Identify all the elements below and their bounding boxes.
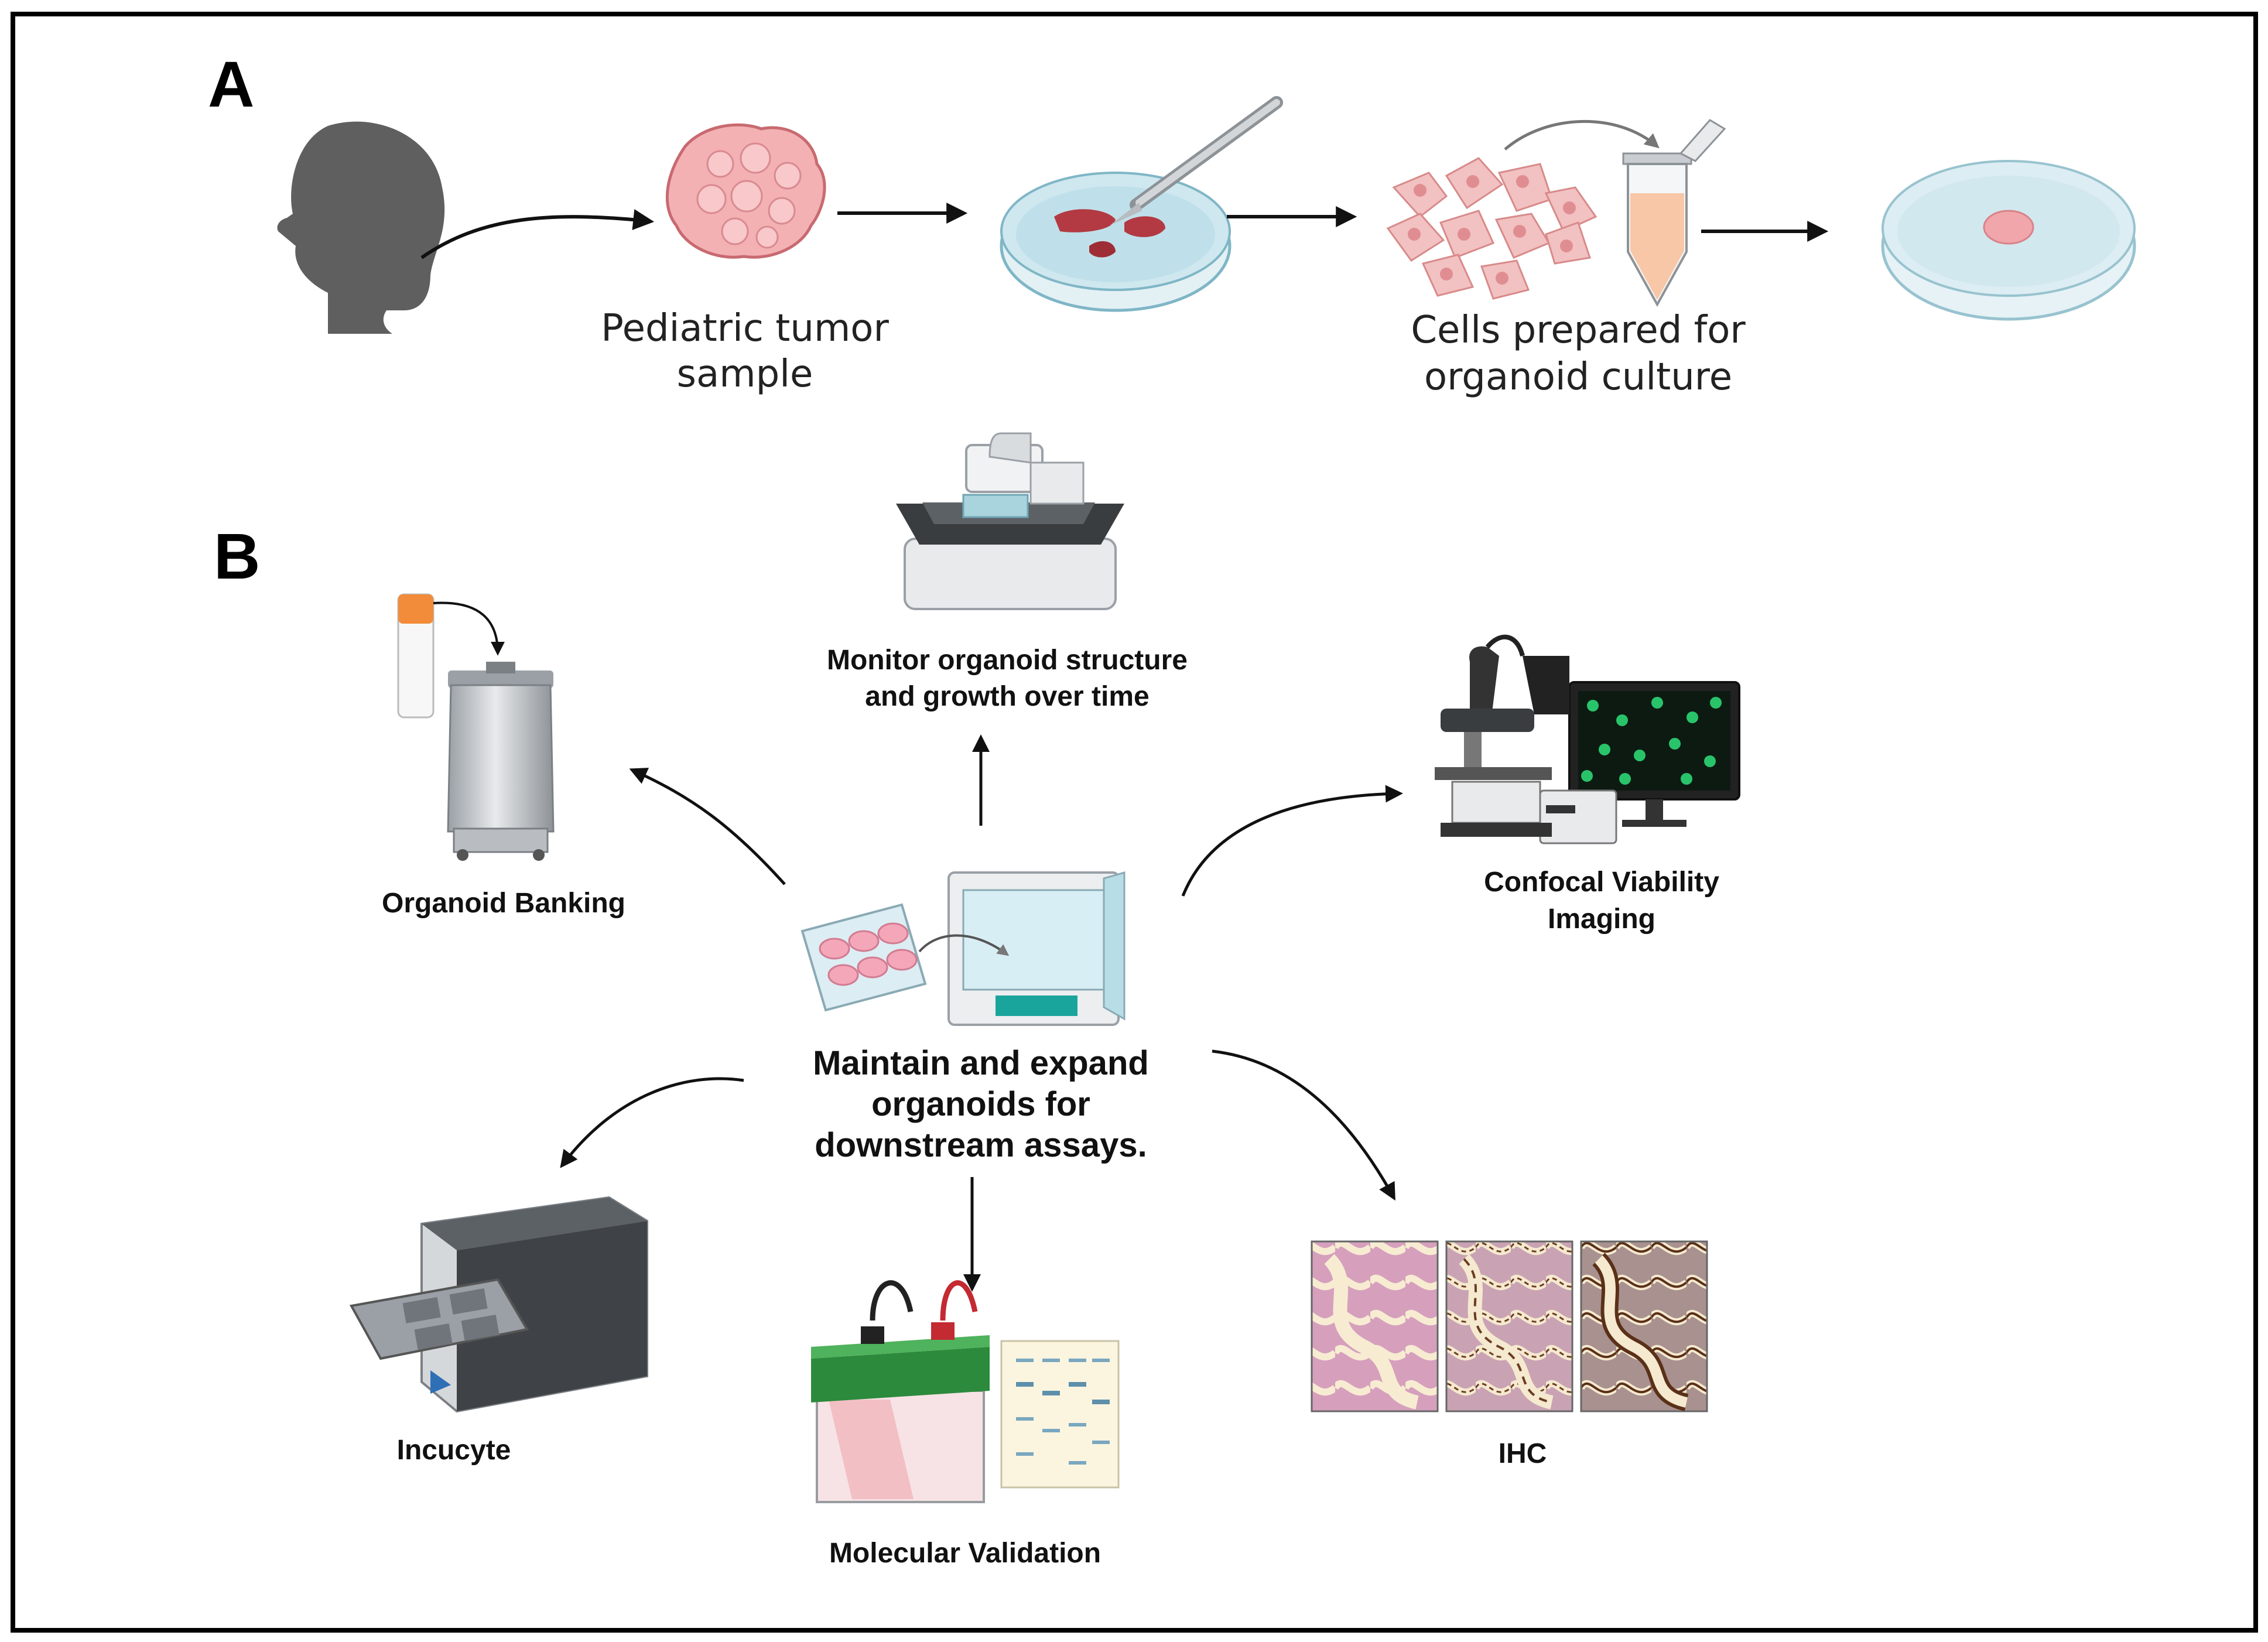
arrow-center-to-ihc <box>1212 1049 1395 1201</box>
molecular-label: Molecular Validation <box>829 1538 1101 1569</box>
microscope-icon <box>896 432 1124 610</box>
incucyte-label: Incucyte <box>397 1435 511 1466</box>
arrow-cells-to-tube <box>1504 120 1660 150</box>
incubator-icon <box>918 871 1126 1026</box>
confocal-label: Confocal Viability <box>1484 867 1719 898</box>
banking-label: Organoid Banking <box>382 888 625 919</box>
confocal-label-line2: Imaging <box>1548 904 1655 935</box>
tumor-label: Pediatric tumor <box>601 307 889 350</box>
cells-label-line2: organoid culture <box>1424 355 1732 399</box>
petri-dish-scalpel-icon <box>1000 96 1283 312</box>
ihc-tiles-icon <box>1311 1240 1708 1412</box>
monitor-label-line2: and growth over time <box>865 681 1149 712</box>
arrow-child-to-tumor <box>420 209 655 259</box>
child-silhouette-icon <box>277 121 445 334</box>
center-label-line2: organoids for <box>871 1085 1090 1123</box>
organoid-dish-icon <box>1881 160 2136 321</box>
confocal-microscope-icon <box>1435 634 1740 844</box>
electrophoresis-icon <box>811 1280 990 1503</box>
arrow-center-to-confocal <box>1181 785 1403 897</box>
center-label: Maintain and expand <box>813 1044 1149 1082</box>
cryo-tank-icon <box>397 593 555 861</box>
incucyte-icon <box>349 1196 648 1413</box>
tumor-label-line2: sample <box>677 353 813 396</box>
center-label-line3: downstream assays. <box>815 1126 1147 1164</box>
well-plate-icon <box>801 903 927 1012</box>
ihc-label: IHC <box>1499 1438 1547 1469</box>
arrow-center-to-incucyte <box>560 1077 744 1168</box>
panel-b-letter: B <box>214 521 260 593</box>
cells-icon <box>1386 157 1597 300</box>
arrow-center-to-banking <box>629 768 786 885</box>
gel-icon <box>1000 1340 1120 1489</box>
cells-label: Cells prepared for <box>1411 309 1746 352</box>
monitor-label: Monitor organoid structure <box>827 645 1188 676</box>
tumor-sample-icon <box>665 123 826 259</box>
panel-a-letter: A <box>208 49 254 121</box>
tube-icon <box>1622 119 1726 307</box>
